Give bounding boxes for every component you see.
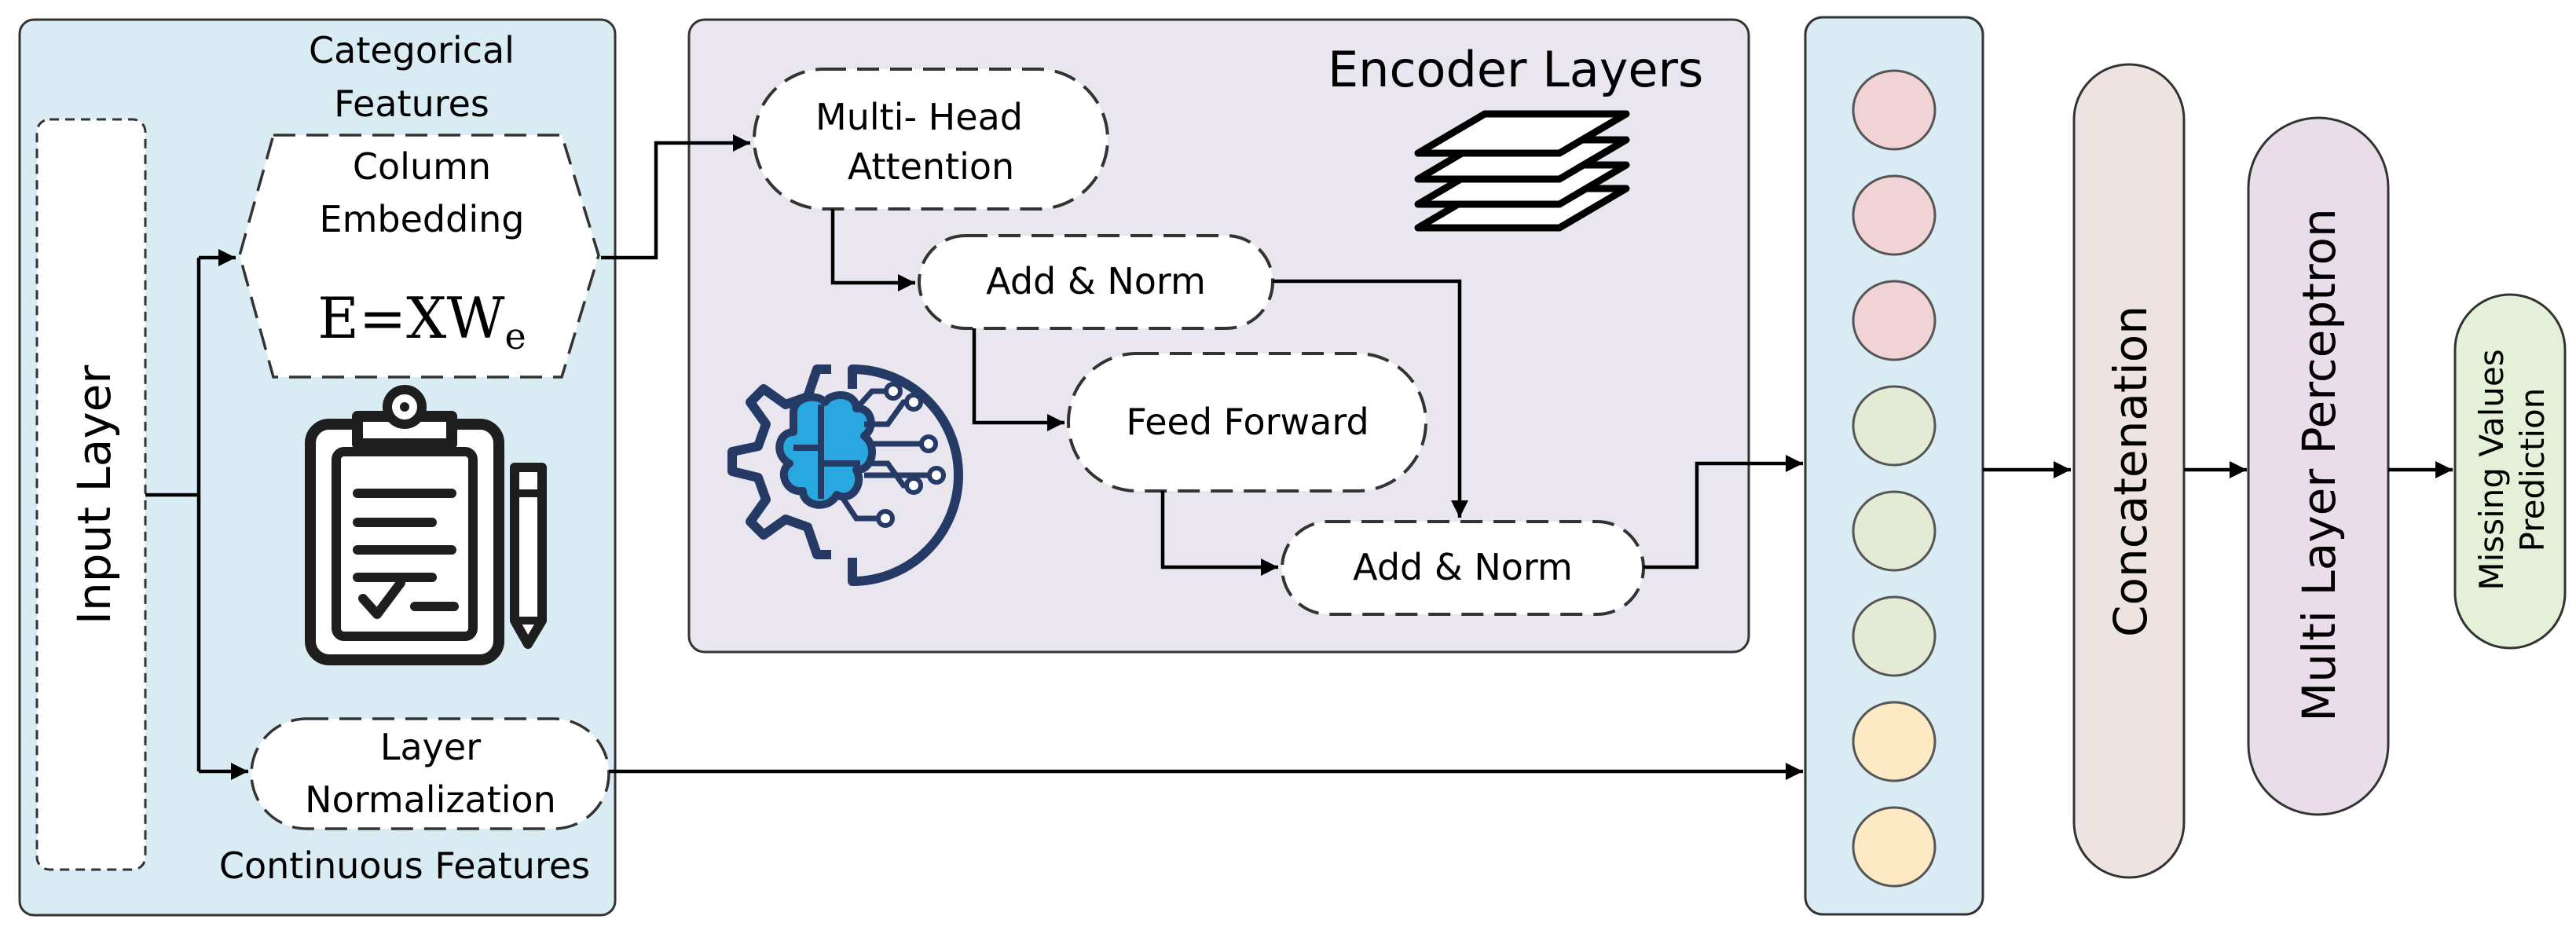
- token-circle: [1852, 174, 1937, 256]
- add-norm-label-1: Add & Norm: [986, 260, 1206, 302]
- mlp-label: Multi Layer Perceptron: [2292, 208, 2346, 721]
- multi-head-attention-label-1: Multi- Head: [815, 96, 1023, 138]
- token-circle: [1852, 385, 1937, 467]
- layer-normalization-label-1: Layer: [380, 726, 481, 768]
- continuous-features-label: Continuous Features: [219, 844, 590, 887]
- column-embedding-label-1: Column: [353, 145, 491, 188]
- feed-forward-box: [1067, 352, 1427, 493]
- token-circle: [1852, 280, 1937, 361]
- stacked-layers-icon: [1414, 110, 1630, 232]
- feed-forward-label: Feed Forward: [1126, 401, 1369, 443]
- column-embedding-label-2: Embedding: [320, 198, 525, 240]
- prediction-block: [2453, 293, 2567, 650]
- token-circle: [1852, 490, 1937, 572]
- multi-head-attention-label-2: Attention: [848, 145, 1014, 188]
- token-circle: [1852, 701, 1937, 782]
- input-layer-label: Input Layer: [68, 365, 121, 624]
- layer-normalization-label-2: Normalization: [305, 778, 556, 821]
- input-layer-box: [35, 118, 147, 871]
- layer-normalization-box: [250, 717, 610, 830]
- token-circle: [1852, 69, 1937, 151]
- concatenation-label: Concatenation: [2104, 306, 2157, 637]
- ai-brain-gear-icon: [727, 364, 963, 586]
- token-circle: [1852, 595, 1937, 677]
- token-circles: [1852, 69, 1937, 888]
- prediction-label-1: Missing Values: [2472, 349, 2511, 590]
- mlp-block: [2247, 116, 2390, 816]
- column-embedding-hexagon: [238, 134, 600, 379]
- clipboard-checklist-icon: [305, 385, 547, 665]
- add-norm-label-2: Add & Norm: [1353, 546, 1573, 588]
- encoder-connectors: [601, 134, 1803, 576]
- categorical-features-label-2: Features: [334, 82, 489, 125]
- token-circle: [1852, 806, 1937, 888]
- embedding-formula: E=XWe: [317, 285, 526, 357]
- categorical-features-label-1: Categorical: [309, 29, 515, 71]
- encoder-layers-title: Encoder Layers: [1328, 41, 1703, 98]
- multi-head-attention-box: [753, 68, 1109, 211]
- prediction-label-2: Prediction: [2513, 388, 2552, 552]
- input-connectors: [145, 249, 248, 780]
